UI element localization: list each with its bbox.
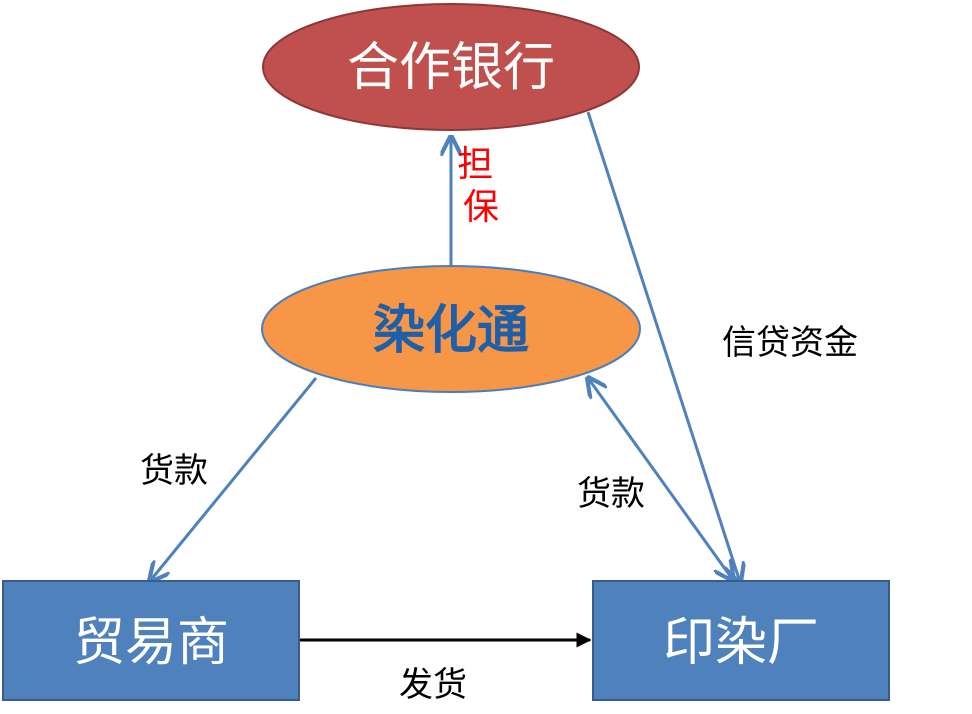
platform-label: 染化通 (373, 301, 529, 361)
bank-node: 合作银行 (262, 3, 640, 131)
payment-to-trader-label: 货款 (140, 451, 208, 491)
trader-label: 贸易商 (73, 613, 229, 673)
dye-factory-node: 印染厂 (592, 580, 890, 701)
dye-factory-label: 印染厂 (663, 613, 819, 673)
shipment-label: 发货 (399, 665, 467, 705)
guarantee-label: 担 保 (457, 144, 504, 228)
platform-node: 染化通 (261, 265, 641, 393)
bank-label: 合作银行 (347, 38, 555, 98)
payment-with-factory-arrow (588, 378, 733, 580)
payment-to-trader-arrow (150, 377, 318, 581)
trader-node: 贸易商 (2, 580, 300, 701)
credit-funds-label: 信贷资金 (722, 323, 858, 363)
guarantee-label-line-2: 保 (463, 187, 499, 228)
guarantee-label-line-1: 担 (457, 144, 493, 185)
payment-with-factory-label: 货款 (577, 474, 645, 514)
